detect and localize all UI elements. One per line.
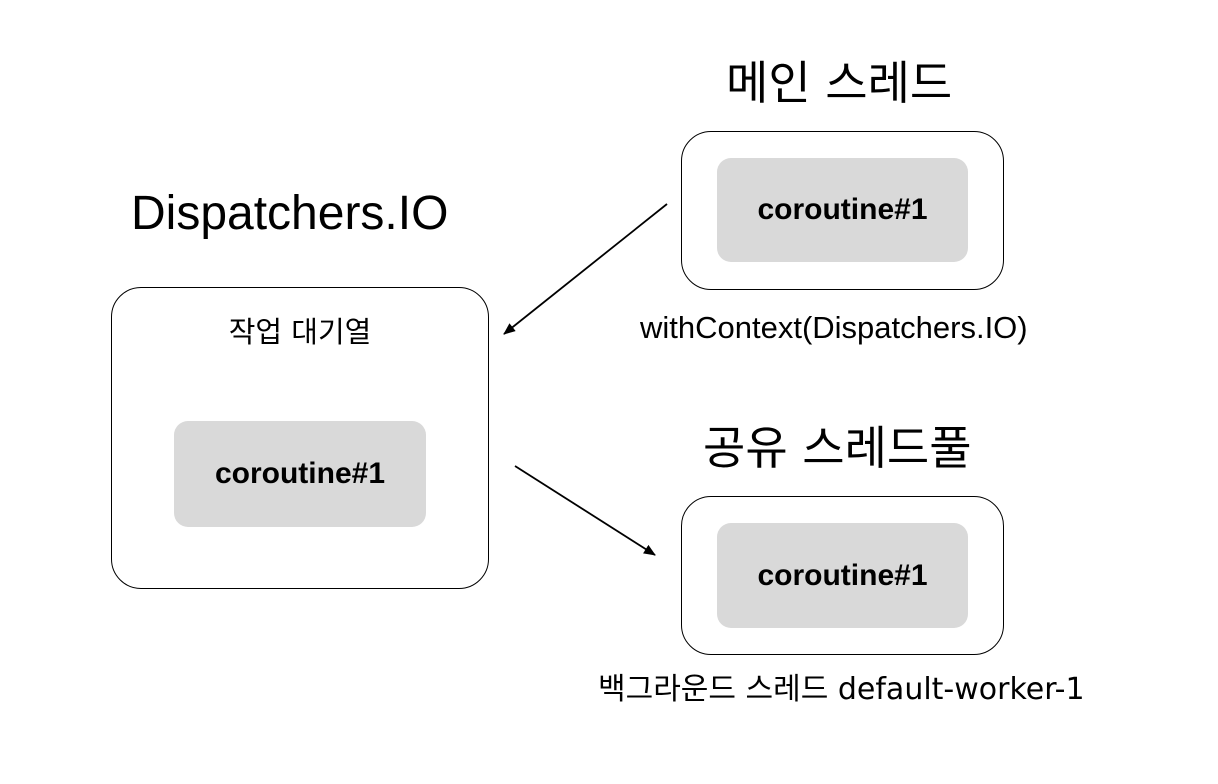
shared-pool-box: coroutine#1 xyxy=(681,496,1004,655)
shared-pool-coroutine: coroutine#1 xyxy=(717,523,968,628)
arrow-queue-to-pool xyxy=(514,465,656,556)
arrow-main-to-queue xyxy=(503,203,668,335)
with-context-caption: withContext(Dispatchers.IO) xyxy=(640,310,1028,345)
background-thread-caption: 백그라운드 스레드 default-worker-1 xyxy=(598,672,1085,707)
work-queue-label: 작업 대기열 xyxy=(228,315,372,349)
main-thread-title: 메인 스레드 xyxy=(726,56,953,110)
queued-coroutine: coroutine#1 xyxy=(174,421,426,527)
main-thread-box: coroutine#1 xyxy=(681,131,1004,290)
dispatcher-title: Dispatchers.IO xyxy=(131,187,449,240)
main-thread-coroutine: coroutine#1 xyxy=(717,158,968,262)
shared-pool-title: 공유 스레드풀 xyxy=(703,421,972,475)
work-queue-box: 작업 대기열 coroutine#1 xyxy=(111,287,489,589)
